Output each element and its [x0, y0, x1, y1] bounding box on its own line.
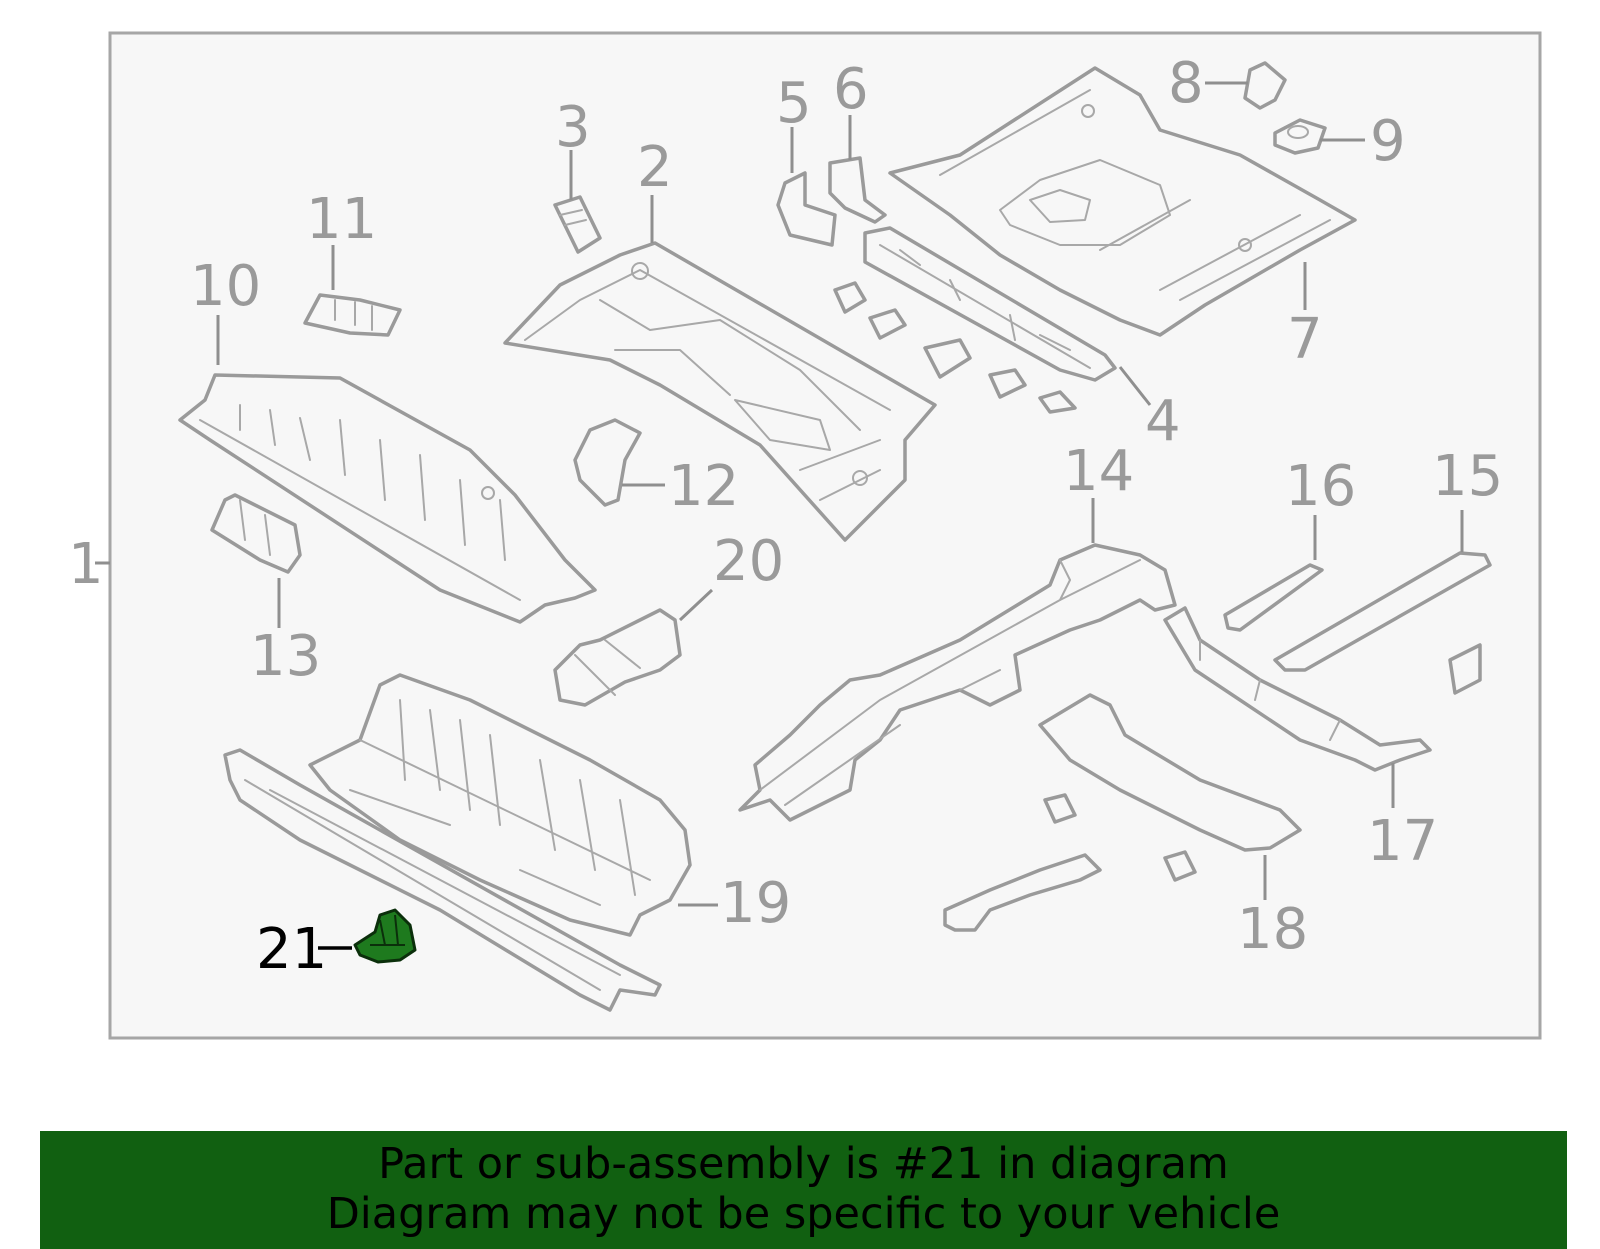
callout-3: 3 — [555, 95, 591, 160]
callout-10: 10 — [190, 254, 261, 319]
part-15-rail — [1273, 551, 1492, 695]
callout-16: 16 — [1285, 454, 1356, 519]
callout-19: 19 — [720, 871, 791, 936]
callout-12: 12 — [668, 454, 739, 519]
part-9-bumper — [1273, 118, 1327, 155]
callout-7: 7 — [1287, 307, 1323, 372]
parts-diagram: 1 2 3 4 5 6 7 8 9 10 11 12 13 14 15 16 1… — [68, 31, 1542, 1040]
callout-21: 21 — [256, 917, 327, 982]
part-17-crossmember — [1163, 606, 1432, 772]
rocker-rail — [223, 748, 662, 1012]
part-18-crossmember — [943, 693, 1302, 932]
callout-6: 6 — [833, 57, 869, 122]
part-11-bracket — [303, 293, 402, 337]
part-8-clip — [1243, 61, 1287, 110]
banner-line-2: Diagram may not be specific to your vehi… — [326, 1189, 1281, 1239]
callout-14: 14 — [1063, 439, 1134, 504]
callout-2: 2 — [637, 135, 673, 200]
part-5-bracket — [776, 171, 837, 247]
callout-8: 8 — [1168, 51, 1204, 116]
diagram-frame — [108, 31, 1542, 1040]
part-19-rear-panel — [308, 673, 692, 937]
callout-15: 15 — [1432, 444, 1503, 509]
part-14-frame-rail — [738, 543, 1177, 822]
callout-20: 20 — [713, 529, 784, 594]
callout-11: 11 — [306, 187, 377, 252]
callout-9: 9 — [1370, 109, 1406, 174]
info-banner: Part or sub-assembly is #21 in diagram D… — [40, 1131, 1567, 1249]
callout-13: 13 — [250, 624, 321, 689]
callout-1: 1 — [68, 532, 104, 597]
callout-arrows — [216, 81, 1464, 950]
part-21-highlighted — [353, 908, 417, 964]
callout-17: 17 — [1367, 809, 1438, 874]
callout-4: 4 — [1145, 389, 1181, 454]
part-20-bracket — [553, 608, 682, 707]
callout-5: 5 — [776, 71, 812, 136]
banner-line-1: Part or sub-assembly is #21 in diagram — [378, 1139, 1229, 1189]
part-12-reinforcement — [573, 418, 642, 507]
part-10-side-member — [178, 373, 597, 624]
part-4-crossmember — [833, 226, 1117, 414]
part-6-bracket — [828, 156, 887, 224]
callout-18: 18 — [1237, 897, 1308, 962]
part-2-floor-panel — [503, 241, 937, 542]
part-16-bracket — [1223, 563, 1324, 632]
part-13-cover — [210, 493, 302, 574]
part-7-rear-floor-pan — [888, 66, 1357, 337]
